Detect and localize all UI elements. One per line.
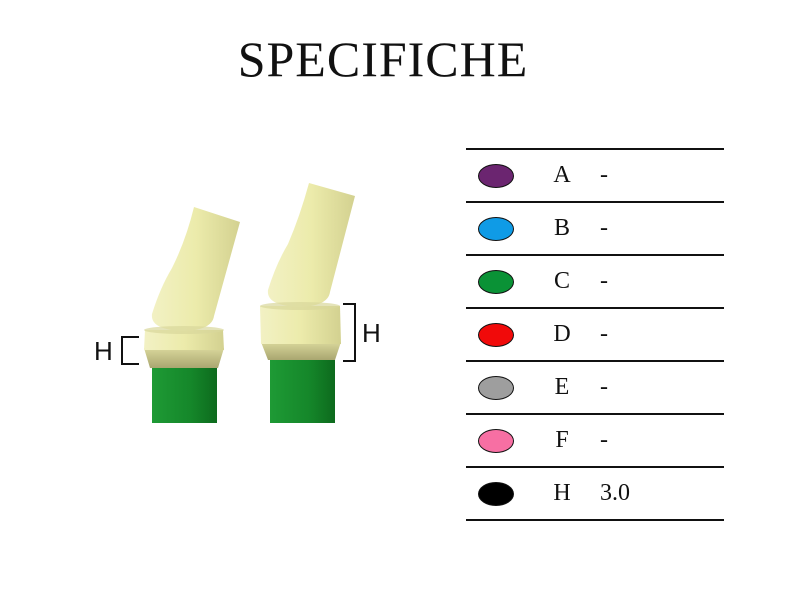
left-height-bracket [121,336,139,365]
spec-letter: B [553,215,570,241]
right-abutment-post [267,183,355,307]
left-abutment [144,207,240,423]
spec-letter: E [554,374,570,400]
spec-value: - [600,268,608,294]
spec-value: - [600,374,608,400]
spec-value: - [600,321,608,347]
spec-letter: D [553,321,571,347]
left-abutment-post [151,207,240,331]
abutment-illustration [121,183,356,423]
spec-row: D- [466,309,724,362]
spec-value: - [600,162,608,188]
page-title: SPECIFICHE [237,31,529,87]
right-implant-body [270,358,335,423]
spec-letter: F [555,427,569,453]
spec-row: F- [466,415,724,468]
right-abutment-collar-band [261,342,341,360]
left-height-label: H [94,336,113,366]
spec-letter: C [553,268,570,294]
spec-value: - [600,427,608,453]
left-abutment-collar-band [144,348,224,368]
color-swatch [478,270,514,294]
spec-row: C- [466,256,724,309]
spec-row: B- [466,203,724,256]
right-height-bracket [343,303,356,362]
color-swatch [478,323,514,347]
spec-row: A- [466,150,724,203]
spec-value: - [600,215,608,241]
color-swatch [478,482,514,506]
spec-value: 3.0 [600,480,630,506]
right-height-label: H [362,318,381,348]
color-swatch [478,429,514,453]
spec-row: H 3.0 [466,468,724,521]
left-implant-body [152,366,217,423]
right-abutment [260,183,355,423]
color-swatch [478,376,514,400]
color-swatch [478,217,514,241]
right-abutment-collar [260,306,341,344]
spec-letter: H [553,480,571,506]
spec-row: E- [466,362,724,415]
color-swatch [478,164,514,188]
left-abutment-collar [144,330,224,350]
spec-letter: A [553,162,571,188]
